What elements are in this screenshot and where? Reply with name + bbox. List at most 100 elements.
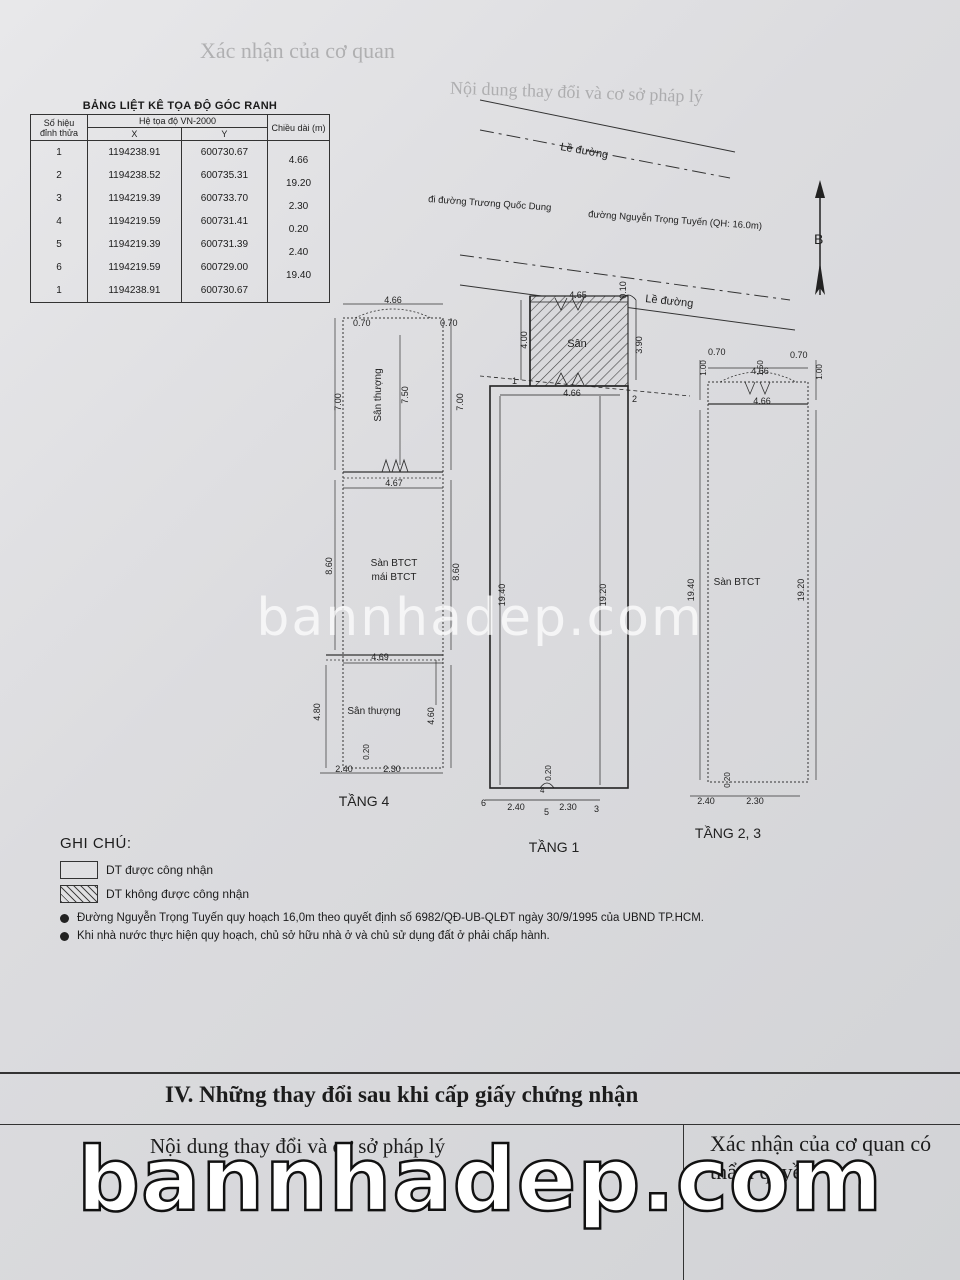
cell-id: 1 [30, 140, 88, 164]
floor4-door-icon [381, 458, 409, 473]
table-title: BẢNG LIỆT KÊ TỌA ĐỘ GÓC RANH [82, 100, 278, 112]
header-y: Y [180, 127, 269, 141]
floor1-dim-right: 19.20 [598, 584, 608, 607]
floor4-dim-br: 2.30 [383, 764, 401, 774]
floor1-dim-br: 2.30 [559, 802, 577, 812]
floor23-dim-right: 19.20 [796, 579, 806, 602]
floor4-offset-left: 0.70 [353, 318, 371, 328]
floor23-dim-left-top: 1.00 [699, 360, 708, 376]
floor1-san-hatch [529, 295, 629, 387]
street-right-label: đường Nguyễn Trọng Tuyến (QH: 16.0m) [588, 209, 763, 232]
floor1-title: TẦNG 1 [529, 839, 580, 855]
floor4-dim-467: 4.67 [385, 478, 403, 488]
watermark-middle: bannhadep.com [256, 588, 704, 648]
cell-id: 3 [30, 187, 88, 210]
coords-grid: Số hiệu đỉnh thửa Hệ tọa độ VN-2000 Chiề… [30, 114, 330, 303]
section-iv: IV. Những thay đổi sau khi cấp giấy chứn… [0, 1072, 960, 1280]
section-column-divider [683, 1124, 684, 1280]
floor23-dim-br: 2.30 [746, 796, 764, 806]
floor1-dim-left-top: 4.00 [519, 331, 529, 349]
section-col2-header: Xác nhận của cơ quan có thẩm quyền [710, 1131, 932, 1184]
cell-length: 4.66 [267, 154, 330, 177]
floor1-outline [479, 294, 691, 801]
cell-id: 5 [30, 233, 88, 256]
cell-y: 600731.39 [180, 233, 269, 256]
floor1-dim-right-top: 3.90 [634, 336, 644, 354]
floor23-dim-bl: 2.40 [697, 796, 715, 806]
floor1-pt6: 6 [481, 798, 486, 808]
floor1-pt2: 2 [632, 394, 637, 404]
floor1-dim-010: 0.10 [618, 281, 628, 299]
le-duong-top-label: Lề đường [559, 141, 609, 161]
legend-note-1-text: Đường Nguyễn Trọng Tuyến quy hoạch 16,0m… [77, 912, 705, 924]
legend-item-unrecognized: DT không được công nhận [60, 882, 920, 906]
section-iv-heading: IV. Những thay đổi sau khi cấp giấy chứn… [165, 1082, 639, 1107]
legend-box-hatch [60, 885, 98, 903]
cell-id: 6 [30, 256, 88, 279]
floor1-dim-466: 4.66 [563, 388, 581, 398]
floor4-mai-btct: mái BTCT [372, 572, 417, 583]
floor23-title: TẦNG 2, 3 [695, 825, 761, 841]
coordinate-table: BẢNG LIỆT KÊ TỌA ĐỘ GÓC RANH Số hiệu đỉn… [30, 100, 330, 303]
cell-id: 2 [30, 164, 88, 187]
floor4-dim-469: 4.69 [371, 652, 389, 662]
legend-note-2-text: Khi nhà nước thực hiện quy hoạch, chủ sở… [77, 930, 550, 942]
floor4-dim-top: 4.66 [384, 295, 402, 305]
legend: GHI CHÚ: DT được công nhận DT không được… [60, 835, 920, 942]
floor4-dim-left3: 4.80 [312, 703, 322, 721]
floor4-offset-right: 0.70 [440, 318, 458, 328]
floor23-dim-right-top: 1.00 [815, 364, 824, 380]
cell-length: 0.20 [267, 223, 330, 246]
cell-y: 600735.31 [180, 164, 269, 187]
cell-y: 600729.00 [180, 256, 269, 279]
floor4-dim-left2: 8.60 [324, 557, 334, 575]
floor23-san-btct: Sàn BTCT [714, 577, 761, 588]
watermark-bottom: bannhadep.com [76, 1127, 884, 1233]
floor1-pt5: 5 [544, 807, 549, 817]
street-left-label: đi đường Trương Quốc Dung [428, 194, 552, 214]
legend-note-2: Khi nhà nước thực hiện quy hoạch, chủ sở… [60, 930, 920, 942]
le-duong-right-label: Lề đường [645, 293, 694, 310]
floor4-dim-right2: 8.60 [451, 563, 461, 581]
north-label: B [814, 231, 823, 247]
cell-y: 600730.67 [180, 140, 269, 164]
floor23-outline [690, 360, 817, 797]
cell-length: 19.40 [267, 269, 330, 293]
floor4-dim-bl: 2.40 [335, 764, 353, 774]
floor23-dim-020: 0.20 [723, 772, 732, 788]
floor4-outline [320, 303, 452, 774]
legend-item-recognized: DT được công nhận [60, 858, 920, 882]
bullet-icon [60, 913, 69, 923]
floor1-dim-left: 19.40 [497, 584, 507, 607]
floor23-offset-right: 0.70 [790, 350, 808, 360]
cell-y: 600731.41 [180, 210, 269, 233]
floor23-dim-top: 4.66 [751, 366, 769, 376]
floor4-san-btct: Sàn BTCT [371, 558, 418, 569]
floor23-dim-466: 4.66 [753, 396, 771, 406]
cell-y: 600733.70 [180, 187, 269, 210]
floor4-san-thuong-bot: Sân thượng [347, 706, 400, 717]
section-col1-header: Nội dung thay đổi và cơ sở pháp lý [150, 1134, 446, 1158]
floor23-dim-left: 19.40 [686, 579, 696, 602]
cell-length: 19.20 [267, 177, 330, 200]
legend-label-unrecognized: DT không được công nhận [106, 887, 250, 901]
header-so-hieu: Số hiệu đỉnh thửa [30, 114, 88, 141]
legend-note-1: Đường Nguyễn Trọng Tuyến quy hoạch 16,0m… [60, 912, 920, 924]
floor1-dim-top: 4.65 [569, 290, 587, 300]
floor4-dim-020: 0.20 [362, 744, 371, 760]
section-table-line [0, 1124, 960, 1125]
legend-box-plain [60, 861, 98, 879]
cell-length [267, 130, 330, 154]
cell-length: 2.40 [267, 246, 330, 269]
floor1-dim-020: 0.20 [544, 765, 553, 781]
floor1-pt1: 1 [512, 376, 517, 386]
floor4-san-thuong-top: Sân thượng [373, 368, 384, 421]
section-divider [0, 1072, 960, 1074]
cell-y: 600730.67 [180, 279, 269, 303]
floor-plan-drawing: Lề đường đi đường Trương Quốc Dung đường… [312, 99, 825, 855]
